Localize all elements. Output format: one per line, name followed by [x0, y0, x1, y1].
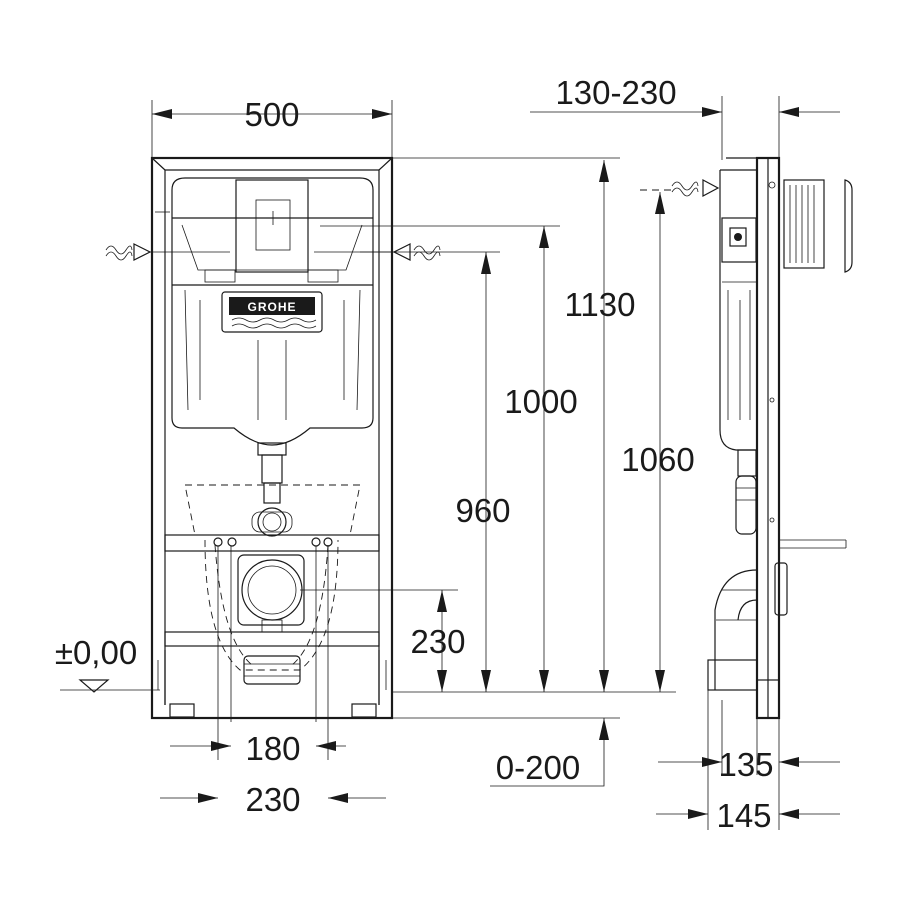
front-view: GROHE [105, 156, 441, 760]
dim-floor-adjust: 0-200 [496, 749, 580, 786]
dim-height-outlet: 960 [455, 492, 510, 529]
water-inlet-icon [133, 243, 152, 261]
side-cistern [719, 157, 757, 535]
dim-height-drain: 230 [410, 623, 465, 660]
side-actuator [783, 179, 853, 273]
cistern: GROHE [155, 177, 374, 446]
actuator-plate [235, 179, 309, 273]
dimension-arrows [78, 107, 840, 819]
dim-depth-adjust: 130-230 [555, 74, 676, 111]
side-drain-bend [707, 562, 788, 719]
dim-width-total: 500 [244, 96, 299, 133]
floor-level-label: ±0,00 [55, 634, 137, 671]
brand-name: GROHE [247, 300, 296, 314]
dim-depth-frame: 135 [718, 746, 773, 783]
dim-bolt-spacing-outer: 230 [245, 781, 300, 818]
flush-pipe [251, 442, 293, 537]
dim-bolt-spacing-inner: 180 [245, 730, 300, 767]
dim-height-inlet: 1000 [504, 383, 577, 420]
ground-level-triangle-icon [78, 679, 110, 693]
side-view [640, 156, 853, 720]
dim-height-actuator: 1060 [621, 441, 694, 478]
dimension-labels: 500 130-230 1130 1000 1060 960 230 ±0,00… [55, 74, 774, 834]
frame [150, 156, 394, 720]
mounting-bolts [213, 537, 333, 760]
drain-outlet [237, 554, 305, 685]
water-inlet-left [105, 243, 230, 261]
grohe-logo: GROHE [221, 291, 323, 333]
side-water-inlet [640, 179, 720, 197]
dim-height-frame: 1130 [565, 286, 636, 323]
dim-depth-total: 145 [716, 797, 771, 834]
